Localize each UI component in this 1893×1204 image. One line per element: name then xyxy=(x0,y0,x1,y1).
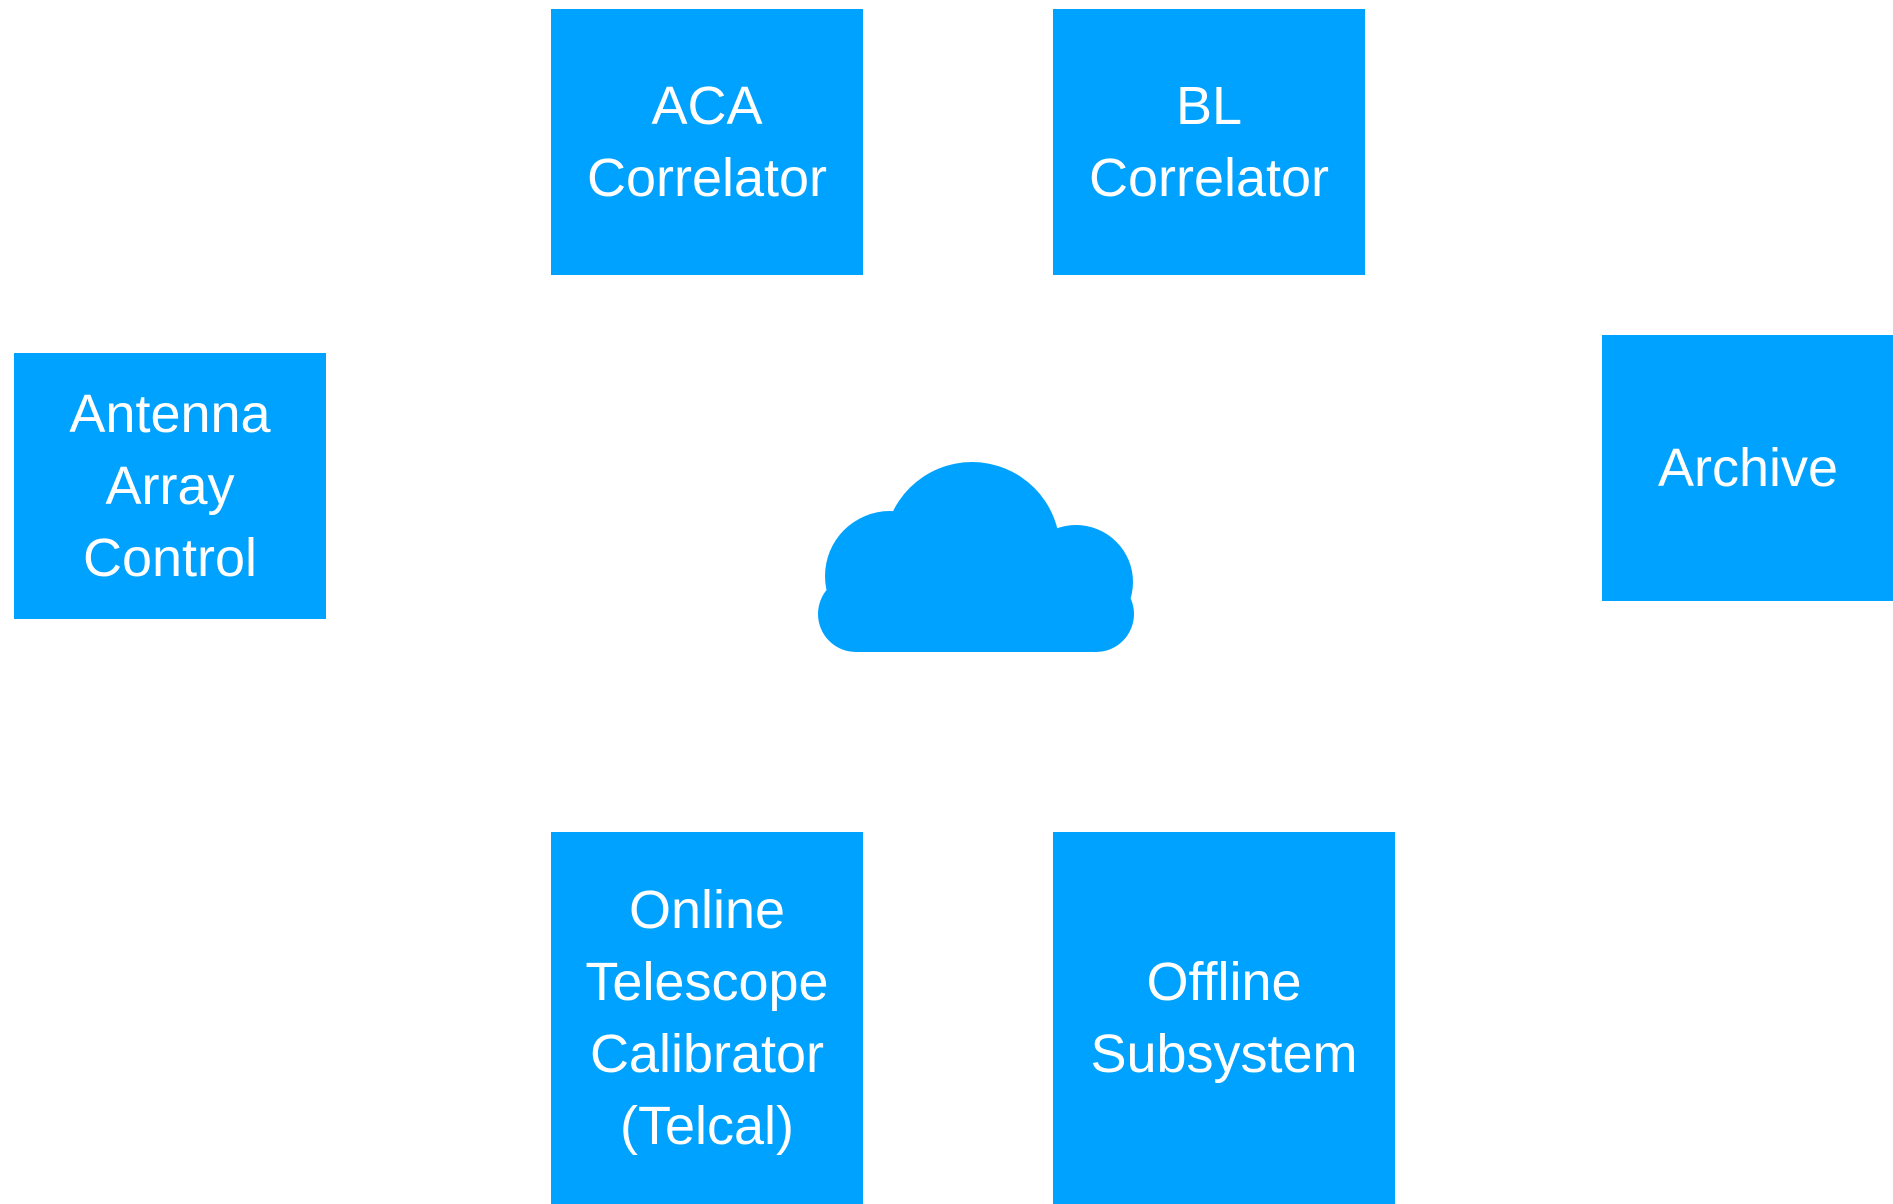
aca-correlator-box: ACA Correlator xyxy=(551,9,863,275)
archive-box: Archive xyxy=(1602,335,1893,601)
bl-correlator-label: BL Correlator xyxy=(1088,76,1330,208)
telcal-label: Online Telescope Calibrator (Telcal) xyxy=(585,880,829,1156)
telcal-box: Online Telescope Calibrator (Telcal) xyxy=(551,832,863,1204)
cloud-icon xyxy=(818,462,1134,652)
offline-subsystem-label: Offline Subsystem xyxy=(1090,952,1358,1084)
offline-subsystem-box: Offline Subsystem xyxy=(1053,832,1395,1204)
bl-correlator-box: BL Correlator xyxy=(1053,9,1365,275)
antenna-array-control-box: Antenna Array Control xyxy=(14,353,326,619)
aca-correlator-label: ACA Correlator xyxy=(586,76,828,208)
cloud-shape xyxy=(818,462,1134,652)
antenna-array-control-label: Antenna Array Control xyxy=(69,384,271,588)
archive-label: Archive xyxy=(1658,438,1839,498)
